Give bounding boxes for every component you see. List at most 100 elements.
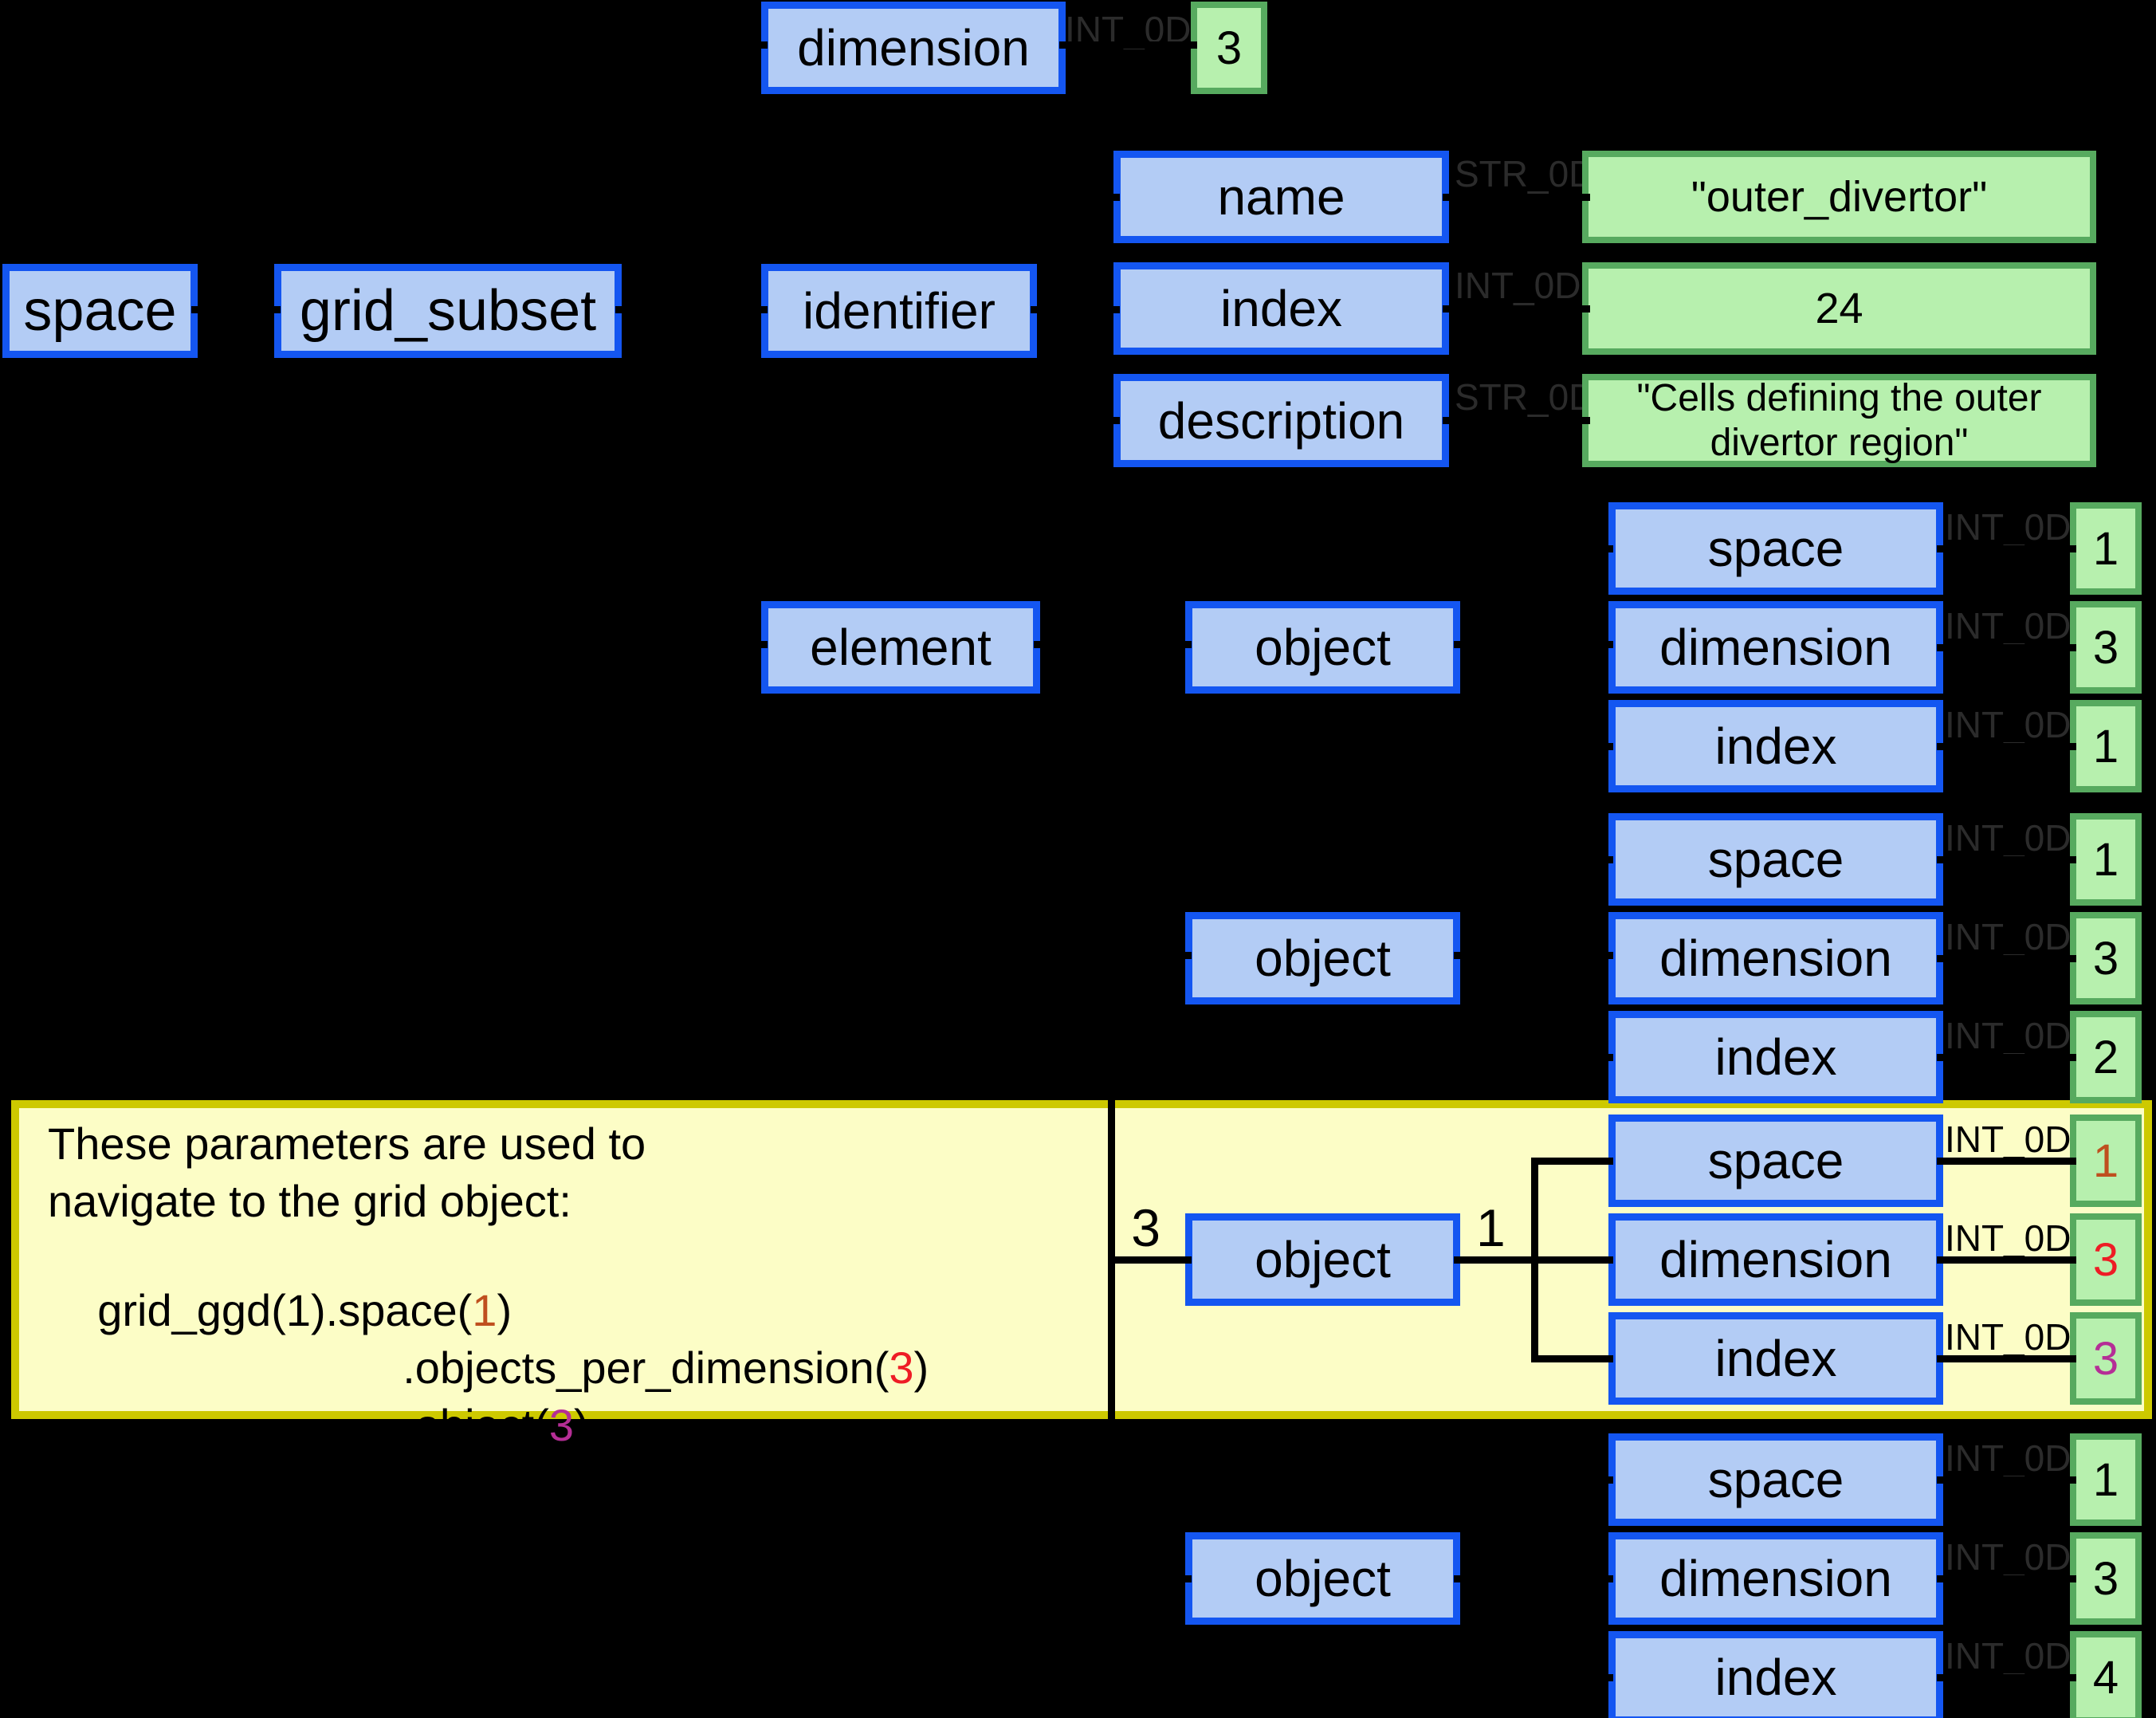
connector-line: [1531, 1355, 1613, 1362]
count-label-left: 3: [1131, 1198, 1160, 1257]
node-object-2-index: index: [1608, 1011, 1943, 1103]
connector-line: [1937, 545, 2076, 552]
annotation-line-1: These parameters are used to: [48, 1118, 646, 1169]
annotation-space-arg: 1: [472, 1285, 497, 1335]
node-object-3: object: [1185, 1213, 1460, 1306]
type-label: INT_0D: [1945, 1316, 2072, 1358]
connector-line: [1059, 41, 1197, 49]
node-space-root: space: [2, 264, 198, 358]
connector-line: [1443, 305, 1590, 313]
value-object-2-index: 2: [2070, 1011, 2142, 1103]
connector-line: [1937, 1476, 2076, 1484]
value-object-3-space: 1: [2070, 1115, 2142, 1207]
annotation-code: .object(: [403, 1400, 549, 1450]
connector-line: [1072, 194, 1120, 201]
connector-line: [1937, 644, 2076, 651]
node-object-1-index: index: [1608, 700, 1943, 792]
node-index: index: [1113, 262, 1449, 355]
connector-line: [1937, 955, 2076, 962]
count-label-right: 1: [1476, 1198, 1506, 1257]
value-object-2-space: 1: [2070, 813, 2142, 906]
connector-line: [1937, 1355, 2076, 1362]
type-label: INT_0D: [1945, 1437, 2072, 1479]
type-label: STR_0D: [1455, 376, 1596, 418]
type-label: STR_0D: [1455, 153, 1596, 195]
node-object-3-space: space: [1608, 1115, 1943, 1207]
connector-line: [690, 41, 697, 313]
node-name: name: [1113, 151, 1449, 243]
value-object-1-index: 1: [2070, 700, 2142, 792]
connector-line: [1531, 1158, 1613, 1165]
node-object-3-dimension: dimension: [1608, 1213, 1943, 1306]
node-description: description: [1113, 374, 1449, 467]
value-object-2-dimension: 3: [2070, 912, 2142, 1004]
connector-line: [1937, 856, 2076, 863]
connector-line: [1443, 194, 1590, 201]
connector-line: [1443, 417, 1590, 424]
node-dimension-attr: dimension: [761, 2, 1066, 94]
connector-line: [1531, 856, 1538, 1061]
connector-line: [191, 306, 281, 313]
connector-line: [1531, 1158, 1538, 1362]
connector-line: [690, 641, 768, 648]
connector-line: [1531, 545, 1613, 552]
connector-line: [1531, 1054, 1613, 1061]
connector-line: [1108, 1256, 1192, 1264]
value-object-4-space: 1: [2070, 1433, 2142, 1526]
connector-line: [1937, 1674, 2076, 1681]
connector-line: [1072, 417, 1120, 424]
annotation-code: ): [913, 1343, 929, 1393]
type-label: INT_0D: [1945, 1015, 2072, 1056]
annotation-line-2: navigate to the grid object:: [48, 1176, 571, 1226]
connector-line: [1937, 1054, 2076, 1061]
annotation-object-arg: 3: [548, 1400, 575, 1450]
connector-line: [1531, 1476, 1538, 1681]
connector-line: [1937, 1256, 2076, 1264]
node-object-1: object: [1185, 601, 1460, 694]
connector-line: [1531, 545, 1538, 750]
type-label: INT_0D: [1945, 704, 2072, 745]
node-object-1-space: space: [1608, 502, 1943, 595]
value-name: "outer_divertor": [1582, 151, 2096, 243]
connector-line: [1937, 1575, 2076, 1582]
value-index: 24: [1582, 262, 2096, 355]
annotation-code: grid_ggd(1).space(: [97, 1285, 473, 1335]
node-object-2-dimension: dimension: [1608, 912, 1943, 1004]
connector-line: [1108, 641, 1115, 1582]
type-label: INT_0D: [1945, 1536, 2072, 1578]
annotation-dimension-arg: 3: [889, 1343, 914, 1393]
value-object-3-dimension: 3: [2070, 1213, 2142, 1306]
annotation-code: ): [497, 1285, 512, 1335]
node-object-2-space: space: [1608, 813, 1943, 906]
annotation-code: ): [574, 1400, 589, 1450]
connector-line: [1531, 856, 1613, 863]
annotation-line-5: .object(3): [353, 1347, 589, 1503]
connector-line: [1072, 194, 1079, 425]
type-label: INT_0D: [1945, 916, 2072, 957]
description-text: "Cells defining the outer divertor regio…: [1636, 376, 2042, 464]
annotation-line-4: .objects_per_dimension(3): [353, 1290, 929, 1445]
node-object-4-space: space: [1608, 1433, 1943, 1526]
node-object-4-dimension: dimension: [1608, 1532, 1943, 1625]
connector-line: [1531, 743, 1613, 750]
annotation-code: .objects_per_dimension(: [403, 1343, 889, 1393]
node-object-2: object: [1185, 912, 1460, 1004]
type-label: INT_0D: [1455, 265, 1581, 306]
connector-line: [690, 41, 768, 49]
connector-line: [1531, 1476, 1613, 1484]
connector-line: [1937, 1158, 2076, 1165]
value-object-1-space: 1: [2070, 502, 2142, 595]
type-label: INT_0D: [1945, 817, 2072, 859]
connector-line: [1937, 743, 2076, 750]
value-dimension-attr: 3: [1191, 2, 1267, 94]
connector-line: [1108, 952, 1192, 959]
node-object-4: object: [1185, 1532, 1460, 1625]
type-label: INT_0D: [1945, 1217, 2072, 1259]
node-element: element: [761, 601, 1040, 694]
value-object-3-index: 3: [2070, 1312, 2142, 1405]
node-identifier: identifier: [761, 264, 1037, 358]
value-description: "Cells defining the outer divertor regio…: [1582, 374, 2096, 467]
node-object-3-index: index: [1608, 1312, 1943, 1405]
node-object-1-dimension: dimension: [1608, 601, 1943, 694]
